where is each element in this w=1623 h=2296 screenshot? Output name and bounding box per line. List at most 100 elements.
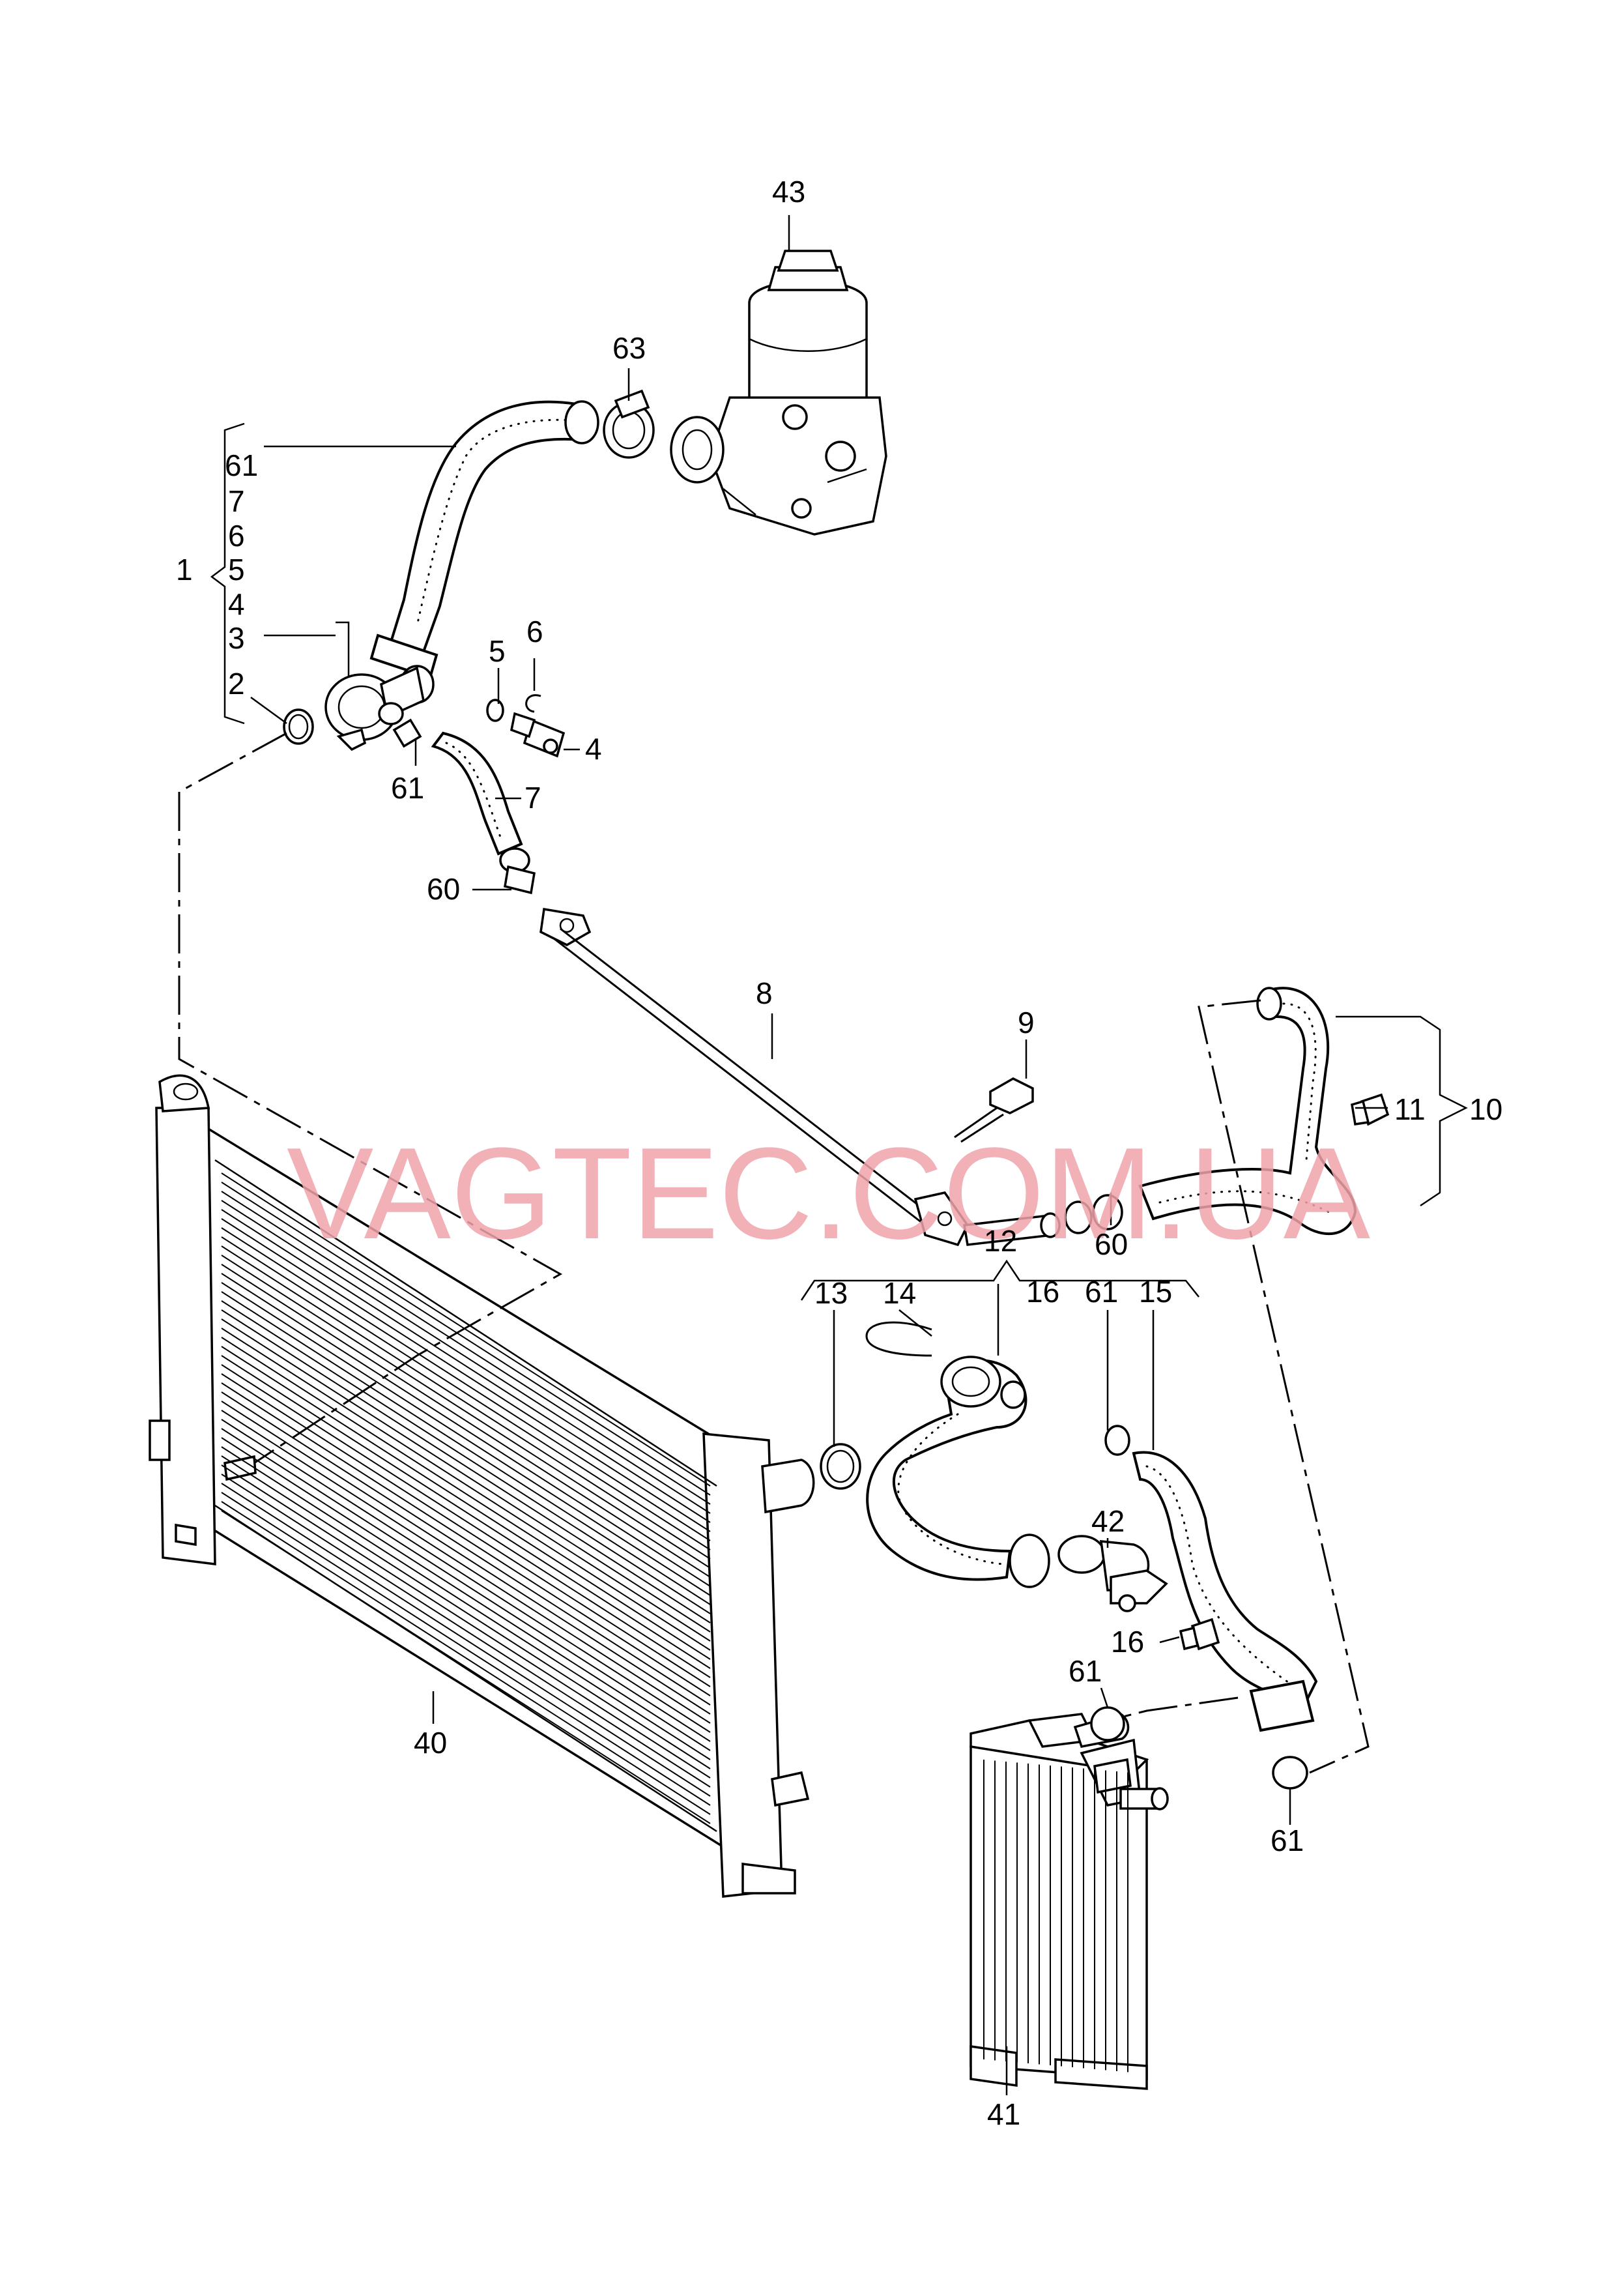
fin-line <box>221 1373 711 1687</box>
fin-line <box>221 1227 711 1541</box>
part-labels: 43 63 61 7 6 5 4 3 1 2 5 6 4 61 7 60 8 9… <box>176 175 1502 2131</box>
fin-line <box>221 1318 711 1633</box>
fin-line <box>221 1273 711 1587</box>
label-60b: 60 <box>1095 1227 1128 1261</box>
aux-radiator-fins <box>983 1760 1128 2072</box>
temperature-sensor-4 <box>510 712 566 758</box>
hose-10 <box>1138 987 1357 1235</box>
label-60a: 60 <box>427 872 460 906</box>
label-41: 41 <box>987 2097 1020 2131</box>
fin-line <box>221 1355 711 1669</box>
label-16a: 16 <box>1026 1275 1059 1309</box>
connector-42 <box>1057 1535 1168 1612</box>
label-6: 6 <box>526 615 543 648</box>
label-group-3: 3 <box>228 621 245 655</box>
fin-line <box>221 1328 711 1642</box>
retaining-clip-6 <box>525 694 541 713</box>
fin-line <box>221 1501 711 1815</box>
label-11: 11 <box>1394 1092 1426 1126</box>
leader-lines <box>210 215 1468 2095</box>
label-10: 10 <box>1469 1092 1502 1126</box>
fin-line <box>221 1200 711 1514</box>
fin-line <box>221 1209 711 1523</box>
connector-housing-3 <box>324 665 435 751</box>
fin-line <box>221 1300 711 1614</box>
fin-line <box>221 1346 711 1660</box>
fin-line <box>221 1182 711 1496</box>
seal-5 <box>486 699 504 722</box>
fin-line <box>221 1172 711 1487</box>
label-7: 7 <box>524 781 541 815</box>
fin-line <box>221 1419 711 1733</box>
watermark-text: VAGTEC.COM.UA <box>287 1121 1371 1266</box>
label-12: 12 <box>984 1224 1017 1258</box>
label-61d: 61 <box>1271 1824 1304 1857</box>
main-radiator-40 <box>149 1074 815 1898</box>
label-1: 1 <box>176 553 193 587</box>
fin-line <box>221 1474 711 1788</box>
label-group-61: 61 <box>225 448 258 482</box>
fin-line <box>221 1191 711 1505</box>
hose-clamp-63 <box>603 389 655 459</box>
fin-line <box>221 1446 711 1760</box>
auxiliary-radiator-41 <box>969 1713 1169 2090</box>
label-8: 8 <box>756 976 773 1010</box>
label-16b: 16 <box>1111 1625 1144 1659</box>
o-ring-2 <box>283 708 314 745</box>
hose-15 <box>1132 1451 1318 1732</box>
fin-line <box>221 1264 711 1578</box>
clamps-61 <box>1090 1425 1308 1790</box>
label-63: 63 <box>612 331 646 365</box>
fin-line <box>221 1428 711 1742</box>
label-2: 2 <box>228 667 245 701</box>
label-4: 4 <box>585 732 602 766</box>
label-43: 43 <box>772 175 805 209</box>
fin-line <box>221 1483 711 1797</box>
radiator-fins <box>221 1172 711 1824</box>
label-group-7: 7 <box>228 484 245 518</box>
fin-line <box>221 1510 711 1824</box>
fin-line <box>221 1410 711 1724</box>
label-40: 40 <box>414 1726 447 1760</box>
hose-12 <box>866 1356 1050 1588</box>
fin-line <box>221 1437 711 1751</box>
upper-coolant-hose <box>369 400 599 680</box>
bolt-9 <box>954 1077 1034 1143</box>
fin-line <box>221 1291 711 1605</box>
fin-line <box>221 1391 711 1706</box>
label-9: 9 <box>1018 1006 1035 1039</box>
bleed-screw-16 <box>1179 1618 1220 1651</box>
fin-line <box>221 1364 711 1678</box>
label-61a: 61 <box>391 771 424 805</box>
coolant-pipe-8 <box>539 907 1061 1247</box>
fin-line <box>221 1464 711 1779</box>
fin-line <box>221 1337 711 1651</box>
label-group-5: 5 <box>228 553 245 587</box>
fin-line <box>221 1282 711 1596</box>
label-61b: 61 <box>1085 1275 1118 1309</box>
clamp-60-lower <box>1064 1194 1123 1234</box>
fin-line <box>221 1236 711 1550</box>
fin-line <box>221 1401 711 1715</box>
label-42: 42 <box>1091 1504 1125 1538</box>
bleed-screw-11 <box>1351 1093 1390 1126</box>
label-14: 14 <box>883 1276 916 1310</box>
oil-filter-housing <box>670 250 887 536</box>
label-group-4: 4 <box>228 587 245 621</box>
small-hose-7 <box>392 718 536 895</box>
clip-14 <box>865 1321 932 1357</box>
label-5: 5 <box>489 634 506 668</box>
label-61c: 61 <box>1069 1654 1102 1688</box>
fin-line <box>221 1455 711 1769</box>
label-group-6: 6 <box>228 519 245 553</box>
fin-line <box>221 1255 711 1569</box>
label-13: 13 <box>814 1276 848 1310</box>
label-15: 15 <box>1139 1275 1172 1309</box>
dashed-connections <box>178 732 1370 1774</box>
fin-line <box>221 1309 711 1623</box>
fin-line <box>221 1492 711 1806</box>
fin-line <box>221 1245 711 1560</box>
o-ring-13 <box>820 1443 861 1490</box>
fin-line <box>221 1218 711 1532</box>
